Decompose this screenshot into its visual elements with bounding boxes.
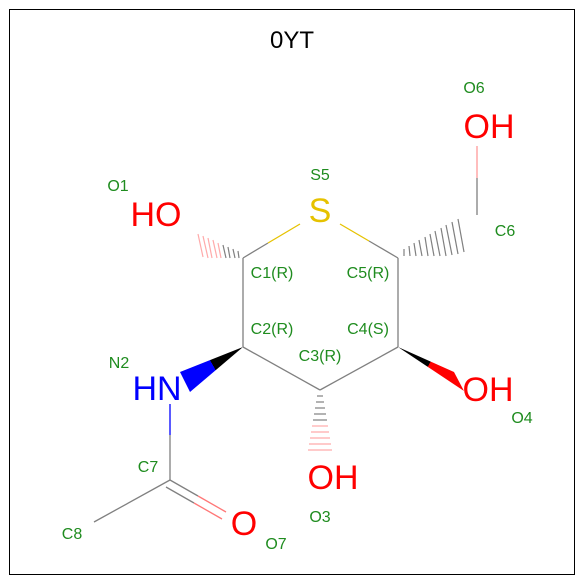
wedge-bond-c4-o4	[398, 347, 464, 391]
label-c3: C3(R)	[299, 348, 342, 365]
label-c1: C1(R)	[251, 265, 294, 282]
bond-c1-s5-gray	[242, 242, 269, 259]
atom-oh-top: OH	[464, 108, 515, 146]
label-o4: O4	[511, 410, 532, 427]
label-s5: S5	[310, 167, 330, 184]
bond-c7-o7-a-red	[197, 495, 227, 513]
label-n2: N2	[109, 355, 130, 372]
label-c2: C2(R)	[251, 321, 294, 338]
label-o7: O7	[265, 536, 286, 553]
atom-ho-left: HO	[131, 196, 182, 234]
ring-bonds	[242, 223, 399, 391]
label-o3: O3	[309, 509, 330, 526]
bond-c7-o7-b-gray	[165, 486, 195, 504]
label-c6: C6	[495, 223, 516, 240]
atom-hn: HN	[132, 370, 181, 408]
molecule-title: 0YT	[270, 27, 314, 54]
atom-oh-bottom: OH	[308, 459, 359, 497]
label-c5: C5(R)	[347, 265, 390, 282]
hash-bond-c1-o1	[197, 233, 240, 259]
hash-bond-c5-c6	[403, 218, 465, 257]
diagram-frame	[9, 9, 575, 575]
hash-bond-c3-o3	[308, 395, 332, 451]
atom-s-ring: S	[309, 192, 332, 230]
bond-c4-c3	[319, 346, 399, 391]
bond-s5-c5-yellow	[339, 223, 370, 242]
label-o6: O6	[463, 80, 484, 97]
atom-oh-right: OH	[463, 371, 514, 409]
label-o1: O1	[107, 178, 128, 195]
bond-c7-c8	[93, 479, 171, 523]
label-c8: C8	[62, 526, 83, 543]
wedge-bond-c2-n2	[180, 347, 243, 392]
bond-c3-c2	[242, 346, 321, 391]
label-c4: C4(S)	[347, 321, 389, 338]
bond-c7-o7-a-gray	[169, 479, 199, 497]
bond-c7-o7-b-red	[193, 502, 223, 520]
bond-c1-s5-yellow	[267, 223, 301, 244]
label-c7: C7	[138, 459, 159, 476]
bond-s5-c5-gray	[368, 240, 399, 259]
atom-o-carbonyl: O	[231, 505, 257, 543]
